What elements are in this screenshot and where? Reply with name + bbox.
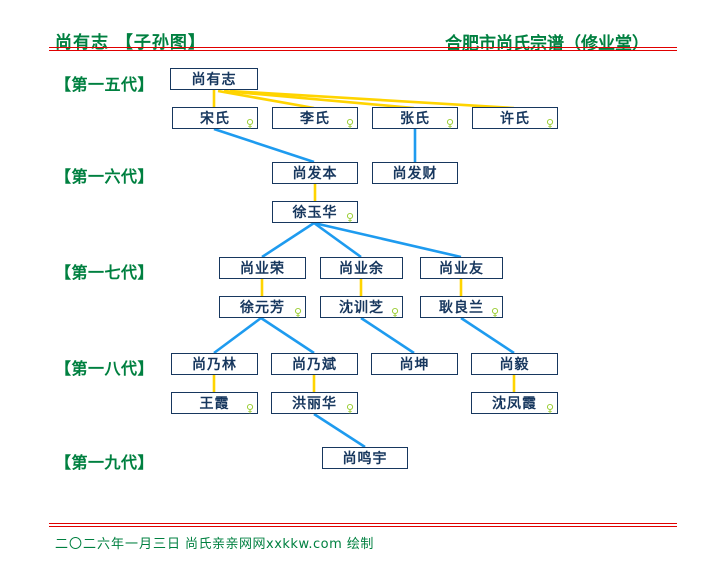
person-box-hong-lihua[interactable]: 洪丽华 ♀ bbox=[271, 392, 358, 414]
child-edge bbox=[213, 316, 262, 355]
person-name: 尚业荣 bbox=[240, 261, 285, 277]
person-box-xu-yuhua[interactable]: 徐玉华 ♀ bbox=[272, 201, 358, 223]
footer-divider bbox=[49, 523, 677, 527]
person-box-shang-youzhi[interactable]: 尚有志 bbox=[170, 68, 258, 90]
person-box-li-shi[interactable]: 李氏 ♀ bbox=[272, 107, 358, 129]
person-box-wang-xia[interactable]: 王霞 ♀ bbox=[171, 392, 258, 414]
person-name: 尚乃林 bbox=[192, 357, 237, 373]
female-icon: ♀ bbox=[345, 402, 354, 415]
generation-label: 【第一七代】 bbox=[55, 263, 155, 282]
person-box-shang-faben[interactable]: 尚发本 bbox=[272, 162, 358, 184]
person-name: 尚坤 bbox=[399, 357, 430, 373]
person-box-shang-yerong[interactable]: 尚业荣 bbox=[219, 257, 306, 279]
person-name: 尚鸣宇 bbox=[342, 451, 388, 467]
spouse-edge bbox=[217, 89, 315, 110]
person-name: 尚乃斌 bbox=[292, 357, 337, 373]
person-box-shang-kun[interactable]: 尚坤 bbox=[371, 353, 458, 375]
person-box-shen-xunzhi[interactable]: 沈训芝 ♀ bbox=[320, 296, 403, 318]
person-name: 尚业余 bbox=[339, 261, 384, 277]
person-box-shang-facai[interactable]: 尚发财 bbox=[372, 162, 458, 184]
generation-label: 【第一五代】 bbox=[55, 75, 155, 94]
female-icon: ♀ bbox=[293, 306, 302, 319]
person-box-zhang-shi[interactable]: 张氏 ♀ bbox=[372, 107, 458, 129]
spouse-edge bbox=[229, 89, 515, 110]
footer-credit: 尚氏亲亲网网xxkkw.com 绘制 bbox=[185, 537, 374, 552]
female-icon: ♀ bbox=[445, 117, 454, 130]
person-name: 徐玉华 bbox=[292, 205, 338, 221]
female-icon: ♀ bbox=[390, 306, 399, 319]
footer-date: 二〇二六年一月三日 bbox=[55, 537, 182, 552]
page-title: 尚有志 【子孙图】 bbox=[55, 33, 206, 53]
female-icon: ♀ bbox=[490, 306, 499, 319]
person-box-xu-shi[interactable]: 许氏 ♀ bbox=[472, 107, 558, 129]
child-edge bbox=[261, 221, 315, 259]
person-name: 尚发财 bbox=[392, 166, 438, 182]
person-name: 王霞 bbox=[199, 396, 230, 412]
person-box-shang-yeyu[interactable]: 尚业余 bbox=[320, 257, 403, 279]
genealogy-title: 合肥市尚氏宗谱（修业堂） bbox=[445, 34, 649, 54]
person-name: 李氏 bbox=[300, 111, 330, 127]
child-edge bbox=[213, 127, 315, 164]
person-box-shang-naibin[interactable]: 尚乃斌 bbox=[271, 353, 358, 375]
female-icon: ♀ bbox=[545, 402, 554, 415]
generation-label: 【第一九代】 bbox=[55, 453, 155, 472]
child-edge bbox=[313, 412, 366, 449]
person-name: 尚毅 bbox=[499, 357, 530, 373]
person-name: 沈训芝 bbox=[339, 300, 384, 316]
person-name: 尚有志 bbox=[191, 72, 237, 88]
child-edge bbox=[313, 221, 362, 259]
person-name: 尚业友 bbox=[439, 261, 484, 277]
person-box-shang-yeyou[interactable]: 尚业友 bbox=[420, 257, 503, 279]
generation-label: 【第一六代】 bbox=[55, 167, 155, 186]
person-name: 徐元芳 bbox=[240, 300, 285, 316]
person-name: 沈凤霞 bbox=[492, 396, 537, 412]
person-box-shen-fengxia[interactable]: 沈凤霞 ♀ bbox=[471, 392, 558, 414]
child-edge bbox=[260, 316, 315, 355]
person-name: 张氏 bbox=[400, 111, 430, 127]
child-edge bbox=[313, 221, 462, 259]
person-name: 许氏 bbox=[500, 111, 530, 127]
person-name: 尚发本 bbox=[292, 166, 338, 182]
header-divider bbox=[49, 47, 677, 51]
person-name: 洪丽华 bbox=[292, 396, 337, 412]
female-icon: ♀ bbox=[345, 117, 354, 130]
person-box-shang-nailin[interactable]: 尚乃林 bbox=[171, 353, 258, 375]
female-icon: ♀ bbox=[345, 211, 354, 224]
female-icon: ♀ bbox=[245, 117, 254, 130]
person-box-shang-yi[interactable]: 尚毅 bbox=[471, 353, 558, 375]
person-box-song-shi[interactable]: 宋氏 ♀ bbox=[172, 107, 258, 129]
person-box-geng-lianglan[interactable]: 耿良兰 ♀ bbox=[420, 296, 503, 318]
female-icon: ♀ bbox=[245, 402, 254, 415]
child-edge bbox=[460, 316, 515, 355]
person-name: 耿良兰 bbox=[439, 300, 484, 316]
child-edge bbox=[360, 316, 415, 355]
female-icon: ♀ bbox=[545, 117, 554, 130]
person-name: 宋氏 bbox=[200, 111, 230, 127]
person-box-xu-yuanfang[interactable]: 徐元芳 ♀ bbox=[219, 296, 306, 318]
person-box-shang-mingyu[interactable]: 尚鸣宇 bbox=[322, 447, 408, 469]
generation-label: 【第一八代】 bbox=[55, 359, 155, 378]
